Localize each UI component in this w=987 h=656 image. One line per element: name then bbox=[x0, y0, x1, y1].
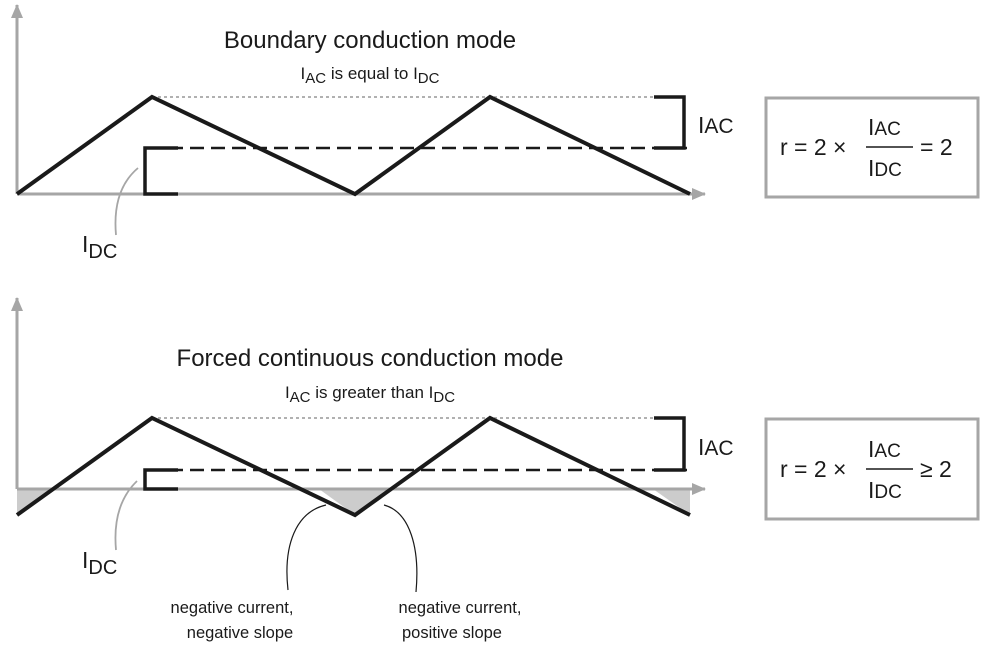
current-waveform bbox=[15, 94, 691, 197]
panel-boundary: Boundary conduction mode IAC is equal to… bbox=[11, 4, 980, 263]
annotation-right-line1: negative current, bbox=[399, 599, 522, 617]
current-waveform bbox=[15, 415, 691, 518]
formula-rhs: ≥ 2 bbox=[920, 456, 952, 482]
idc-leader-line bbox=[114, 167, 139, 236]
idc-label: IDC bbox=[82, 547, 117, 579]
panel-subtitle: IAC is equal to IDC bbox=[301, 64, 440, 87]
formula-lhs: r = 2 × bbox=[780, 456, 846, 482]
panel-title: Boundary conduction mode bbox=[224, 27, 516, 54]
formula-denominator: IDC bbox=[868, 477, 902, 503]
formula-box bbox=[764, 96, 980, 199]
iac-bracket bbox=[654, 416, 686, 472]
annotation-left-line1: negative current, bbox=[171, 599, 294, 617]
formula-rhs: = 2 bbox=[920, 134, 953, 160]
annotation-left-line2: negative slope bbox=[187, 624, 293, 642]
idc-bracket bbox=[143, 468, 178, 491]
annotation-leader-left bbox=[286, 504, 327, 591]
formula-denominator: IDC bbox=[868, 155, 902, 181]
iac-label: IAC bbox=[698, 112, 734, 138]
panel-forced: Forced continuous conduction mode IAC is… bbox=[11, 297, 980, 642]
negative-region-middle bbox=[319, 489, 391, 515]
annotation-leader-right bbox=[383, 504, 418, 593]
idc-bracket bbox=[143, 146, 178, 196]
formula-lhs: r = 2 × bbox=[780, 134, 846, 160]
idc-label: IDC bbox=[82, 231, 117, 263]
formula-box bbox=[764, 417, 980, 521]
idc-leader-line bbox=[114, 480, 138, 551]
panel-title: Forced continuous conduction mode bbox=[177, 345, 564, 372]
annotation-right-line2: positive slope bbox=[402, 624, 502, 642]
iac-label: IAC bbox=[698, 434, 734, 460]
panel-subtitle: IAC is greater than IDC bbox=[285, 383, 455, 406]
formula-numerator: IAC bbox=[868, 436, 901, 462]
formula-numerator: IAC bbox=[868, 114, 901, 140]
iac-bracket bbox=[654, 95, 686, 150]
